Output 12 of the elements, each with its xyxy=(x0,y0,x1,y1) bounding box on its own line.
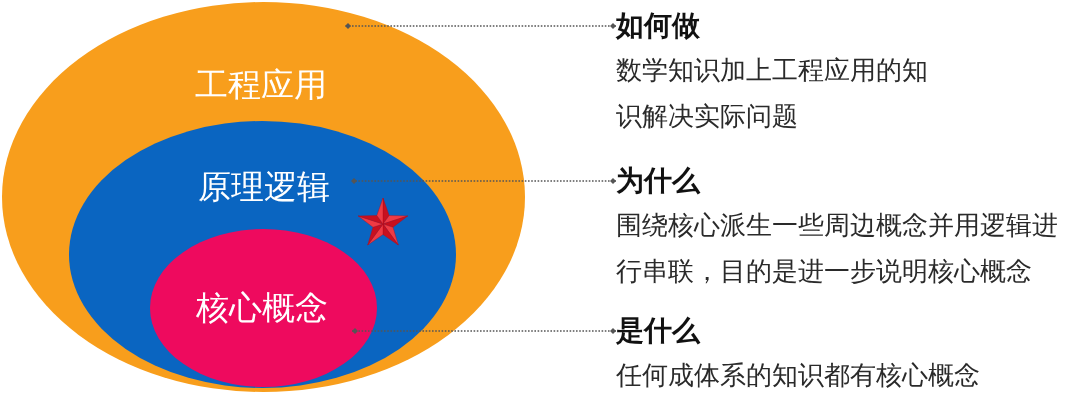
ellipse-label: 原理逻辑 xyxy=(198,167,330,207)
description-text: 数学知识加上工程应用的知识解决实际问题 xyxy=(616,54,929,133)
description-text: 围绕核心派生一些周边概念并用逻辑进行串联，目的是进一步说明核心概念 xyxy=(616,209,1059,288)
leader-line xyxy=(351,328,617,334)
heading-text: 如何做 xyxy=(616,11,700,41)
description-text: 任何成体系的知识都有核心概念 xyxy=(616,359,981,392)
ellipse-label: 工程应用 xyxy=(195,65,327,105)
leader-line xyxy=(344,23,617,29)
heading-text: 是什么 xyxy=(616,316,700,346)
heading-text: 为什么 xyxy=(616,166,700,196)
leader-line xyxy=(350,178,617,184)
ellipse-label: 核心概念 xyxy=(196,288,328,328)
